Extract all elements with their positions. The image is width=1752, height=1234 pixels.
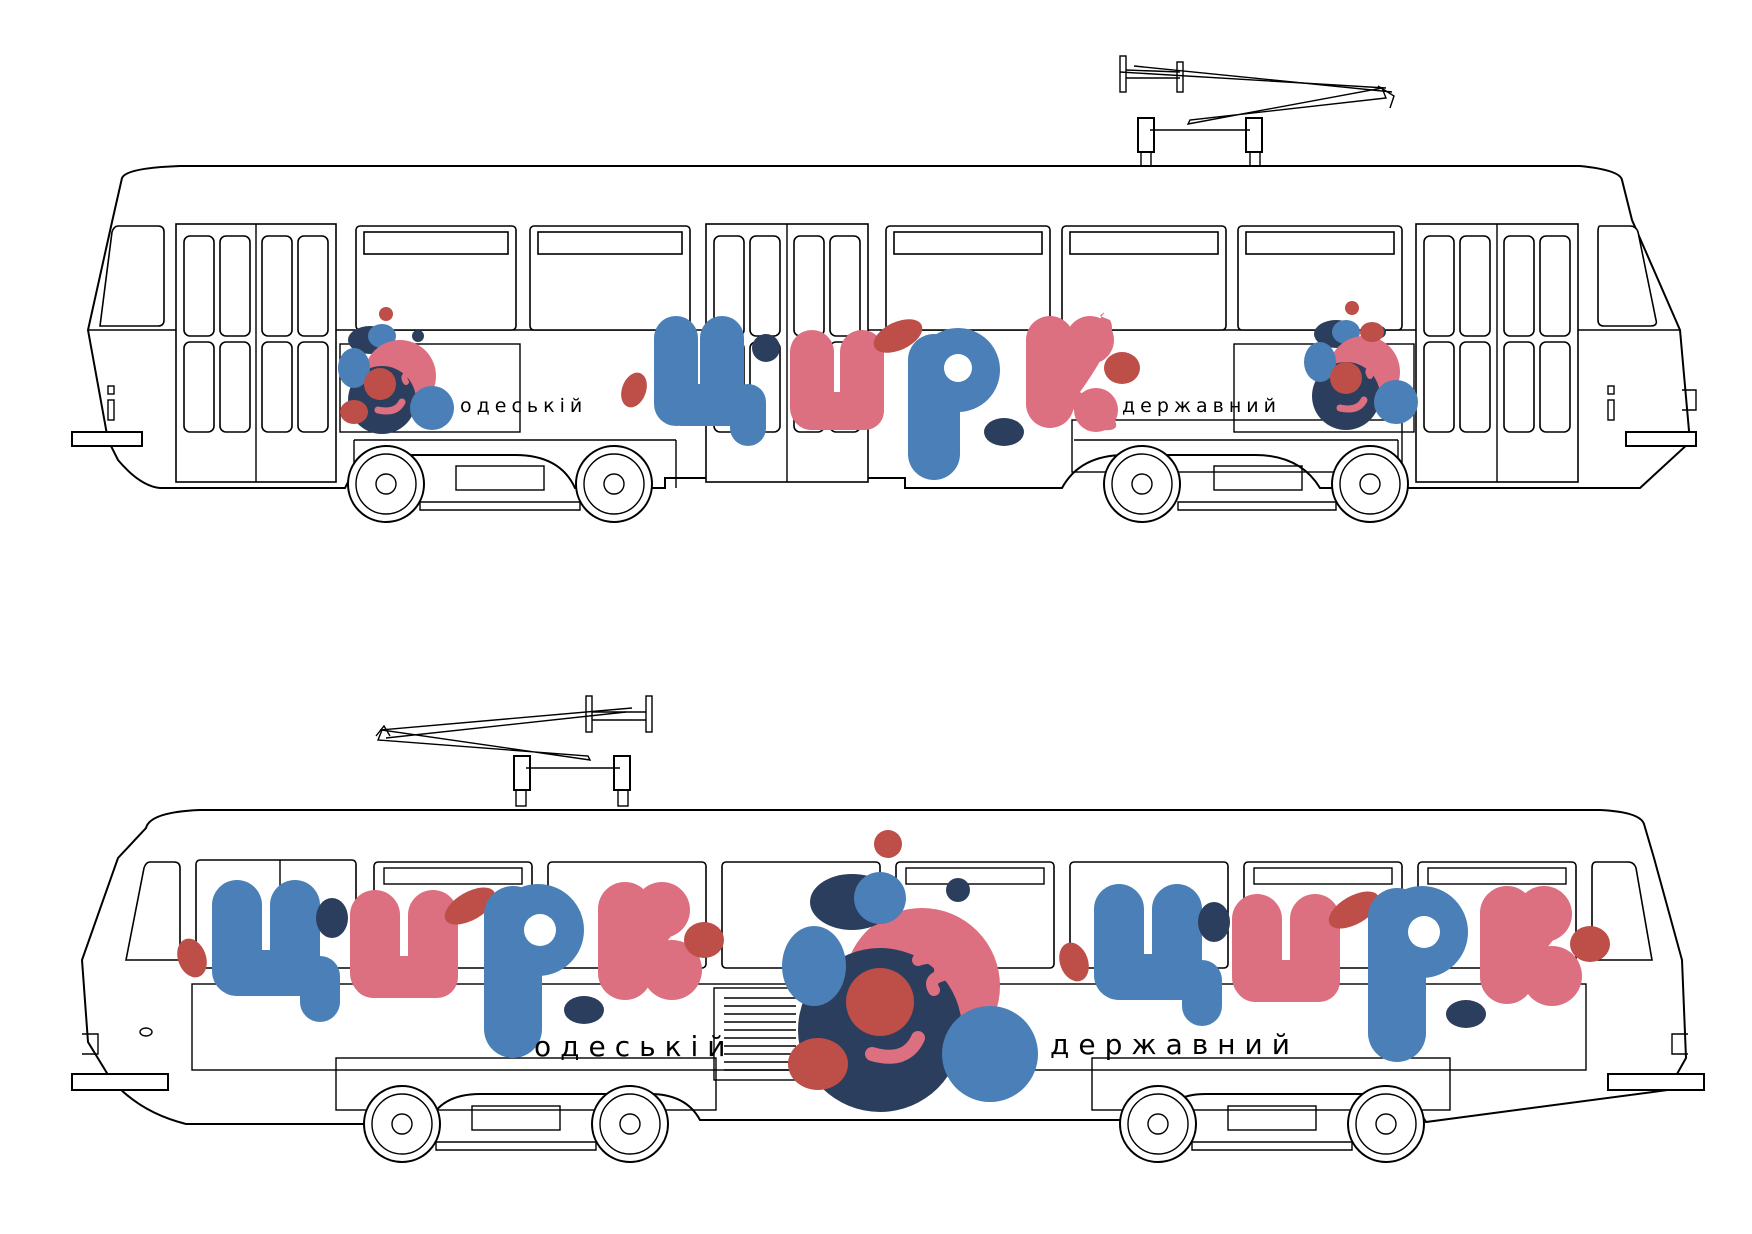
- clown-top-right: [1304, 301, 1418, 430]
- word-odeskii-bottom: одеській: [534, 1030, 735, 1063]
- clown-bottom-center: [782, 830, 1038, 1112]
- pantograph-top: [1119, 55, 1395, 169]
- word-derzhavnyi-top: державний: [1122, 395, 1281, 417]
- windows-top: [355, 225, 1403, 331]
- bogie-top-left: [347, 439, 677, 523]
- bogie-top-right: [1074, 439, 1409, 523]
- tram-bottom: одеській державний: [71, 695, 1705, 1163]
- bogie-bottom-left: [363, 1085, 669, 1163]
- bumper-right: [1625, 431, 1697, 447]
- bumper-left-b: [71, 1073, 169, 1091]
- tram-top: одеській державний: [71, 55, 1697, 523]
- circus-word-top: [621, 312, 1140, 480]
- circus-word-bottom-left: [177, 880, 724, 1058]
- word-odeskii-top: одеській: [460, 395, 587, 417]
- bumper-right-b: [1607, 1073, 1705, 1091]
- circus-word-bottom-right: [1059, 884, 1610, 1062]
- bumper-left: [71, 431, 143, 447]
- word-derzhavnyi-bottom: державний: [1050, 1028, 1299, 1061]
- clown-top-left: [338, 307, 454, 434]
- bogie-bottom-right: [1119, 1085, 1425, 1163]
- pantograph-bottom: [375, 695, 653, 807]
